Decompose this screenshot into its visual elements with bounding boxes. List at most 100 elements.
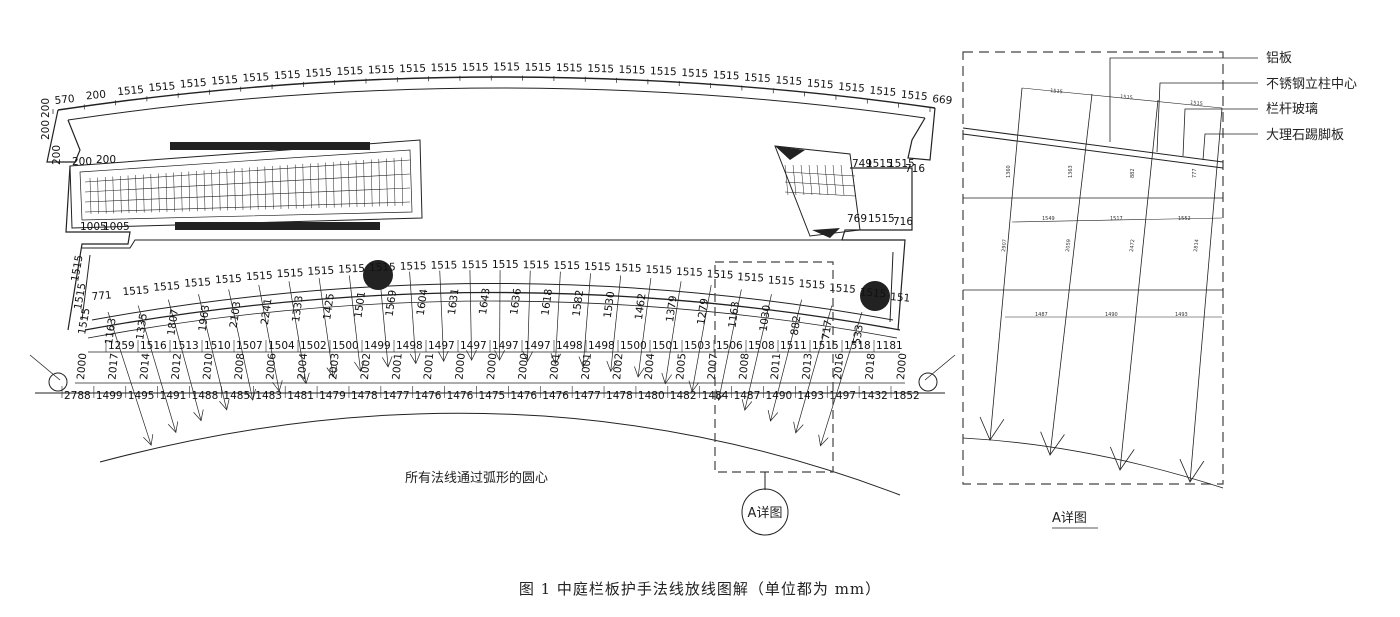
row1-dim-label: 1516 — [140, 340, 167, 352]
escalator-right-rail — [784, 181, 856, 187]
row1-dim-label: 1504 — [268, 340, 295, 352]
escalator-right — [774, 145, 861, 238]
row1-dim-label: 1499 — [364, 340, 391, 352]
bottom-dim-label: 1476 — [510, 390, 537, 402]
row1-dim-label: 1503 — [684, 340, 711, 352]
bottom-dim-label: 1477 — [574, 390, 601, 402]
normal-arrowhead — [245, 389, 256, 401]
row2-dim-label: 2010 — [201, 353, 215, 381]
top-dim-label: 1515 — [900, 89, 928, 104]
row1-dim-label: 1181 — [876, 340, 903, 352]
normal-arrowhead — [634, 366, 645, 378]
inner-dim-label: 1515 — [122, 284, 150, 298]
row1-dim-label: 1507 — [236, 340, 263, 352]
escalator-left-step — [302, 163, 305, 209]
normal-line — [770, 299, 803, 422]
detail-long-dim: 2907 — [1001, 239, 1008, 252]
top-dim-label: 1515 — [368, 64, 395, 77]
escalator-left-step — [165, 172, 168, 213]
top-dim-label: 200 — [85, 89, 106, 103]
left-lower-dim-1: 1005 — [80, 221, 107, 233]
escalator-left-step — [310, 163, 312, 209]
detail-long-dim: 2472 — [1129, 239, 1136, 252]
top-dim-label: 570 — [54, 93, 75, 107]
inner-dim-label: 1515 — [584, 261, 611, 274]
left-mid-dim-1: 200 — [72, 156, 92, 168]
bottom-dim-label: 1481 — [287, 390, 314, 402]
top-dim-label: 1515 — [493, 62, 520, 74]
left-side-dim-1: 1515 — [69, 254, 85, 282]
normal-line — [288, 281, 307, 384]
rotated-dim-label: 1163 — [103, 317, 119, 345]
bottom-dim-label: 1482 — [670, 390, 697, 402]
detail-vert-dim: 777 — [1192, 168, 1198, 178]
slab-outer-top-edge — [57, 76, 936, 111]
normal-arrowhead — [606, 360, 618, 373]
normal-arrowhead — [437, 350, 449, 363]
escalator-left-step — [370, 159, 373, 207]
row2-dim-label: 2018 — [863, 353, 877, 381]
detail-frame — [962, 51, 1224, 485]
normal-line — [637, 278, 652, 378]
escalator-left-step — [226, 168, 229, 211]
inner-dim-label: 1515 — [829, 282, 857, 296]
normal-lines — [107, 270, 863, 447]
bottom-dim-label: 1475 — [479, 390, 506, 402]
top-dim-label: 1515 — [242, 71, 269, 85]
normal-line — [820, 311, 863, 446]
escalator-left-step — [363, 159, 365, 207]
detail-title: A详图 — [1052, 511, 1087, 526]
escalator-left-rail — [84, 201, 411, 213]
row2-dim-label: 2012 — [170, 353, 184, 381]
top-dim-label: 1515 — [806, 77, 834, 91]
top-dim-label: 1515 — [681, 67, 708, 80]
rotated-dim-label: 1425 — [321, 292, 337, 320]
detail-lower-dim: 1493 — [1175, 312, 1188, 318]
label-marble-skirting: 大理石踢脚板 — [1266, 127, 1344, 143]
bottom-dim-label: 2788 — [64, 390, 91, 402]
row1-dim-label: 1510 — [204, 340, 231, 352]
escalator-left-top-bar — [170, 142, 370, 150]
top-dim-label: 1515 — [712, 69, 739, 82]
inner-dim-label: 771 — [91, 289, 112, 303]
rotated-dim-label: 1631 — [446, 287, 462, 315]
normal-arrowhead — [354, 360, 365, 373]
row1-dim-label: 1515 — [812, 340, 839, 352]
inner-dim-label: 1515 — [615, 262, 642, 275]
row2-dim-label: 2000 — [485, 353, 499, 381]
normal-arrowhead — [143, 434, 154, 446]
rotated-dim-label: 2241 — [259, 297, 275, 325]
normal-line — [258, 285, 280, 392]
escalator-left-step — [127, 175, 130, 214]
escalator-left-step — [378, 158, 381, 207]
detail-area-box — [714, 261, 834, 473]
row1-dim-label: 1502 — [300, 340, 327, 352]
top-dim-label: 1515 — [211, 74, 238, 88]
leader-steel-post — [1156, 82, 1258, 153]
inner-dim-label: 1515 — [553, 260, 580, 272]
escalator-left-step — [241, 167, 244, 211]
rotated-dim-label: 1379 — [664, 295, 680, 323]
escalator-left-step — [287, 164, 289, 209]
top-dim-label: 1515 — [744, 72, 771, 86]
normal-arrowhead — [715, 389, 726, 401]
escalator-left-step — [317, 162, 320, 209]
right-mid-dim-4: 716 — [905, 163, 925, 175]
top-dim-label: 669 — [932, 93, 953, 107]
inner-dim-label: 1515 — [276, 267, 303, 280]
top-dimension-labels: 570 200 1515 1515 1515 1515 1515 1515 1515 1515 15… — [52, 62, 953, 114]
rotated-dim-label: 1279 — [695, 297, 711, 325]
label-steel-post-center: 不锈钢立柱中心 — [1266, 77, 1357, 92]
row2-dim-label: 2000 — [75, 353, 89, 381]
detail-callout-circle — [741, 488, 789, 536]
escalator-right-step — [816, 164, 821, 196]
inner-dim-label: 151 — [890, 291, 911, 305]
bottom-dim-label: 1487 — [734, 390, 761, 402]
slab-lower-inner-left — [81, 254, 91, 321]
normal-arrowhead — [299, 372, 310, 385]
left-lower-dim-2: 1005 — [103, 221, 130, 233]
